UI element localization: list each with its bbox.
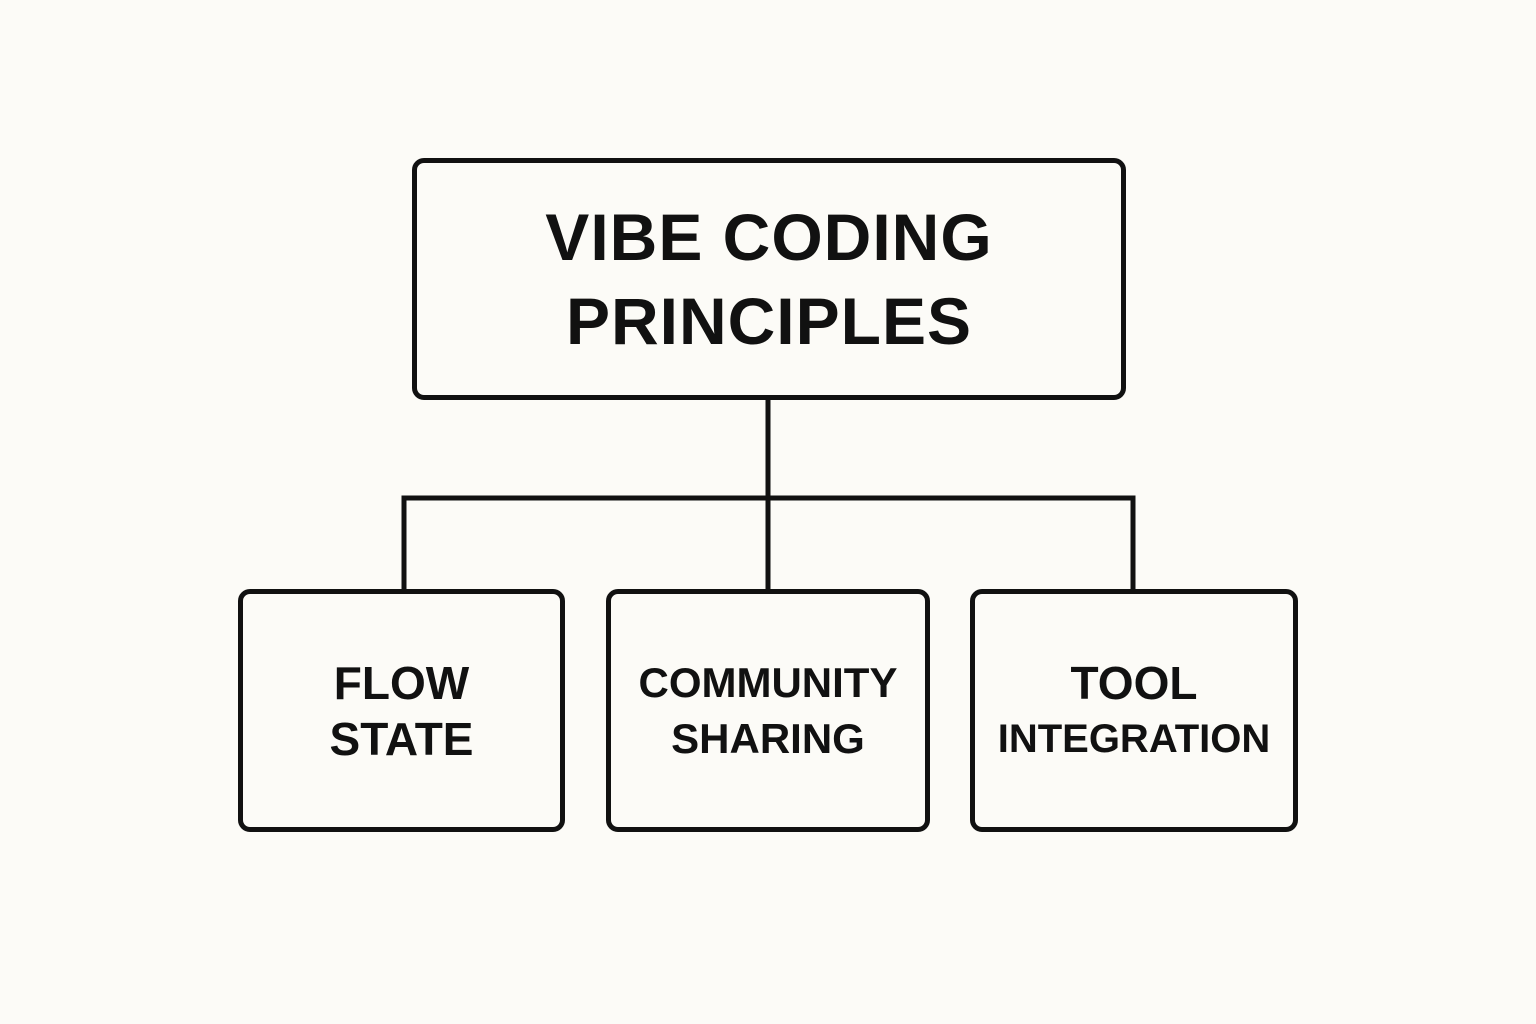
child-label-line-2: SHARING bbox=[671, 714, 865, 762]
child-label-line-2: STATE bbox=[329, 712, 474, 765]
child-node-community-sharing: COMMUNITY SHARING bbox=[606, 589, 930, 832]
child-label-line-2: INTEGRATION bbox=[997, 716, 1271, 761]
root-node: VIBE CODING PRINCIPLES bbox=[412, 158, 1126, 400]
child-node-tool-integration: TOOL INTEGRATION bbox=[970, 589, 1298, 832]
root-title-line-2: PRINCIPLES bbox=[565, 284, 973, 358]
child-label-line-1: COMMUNITY bbox=[638, 658, 898, 706]
child-label-line-1: FLOW bbox=[333, 656, 470, 709]
child-label-line-1: TOOL bbox=[1070, 656, 1198, 709]
root-title-line-1: VIBE CODING bbox=[545, 200, 993, 274]
child-node-flow-state: FLOW STATE bbox=[238, 589, 565, 832]
